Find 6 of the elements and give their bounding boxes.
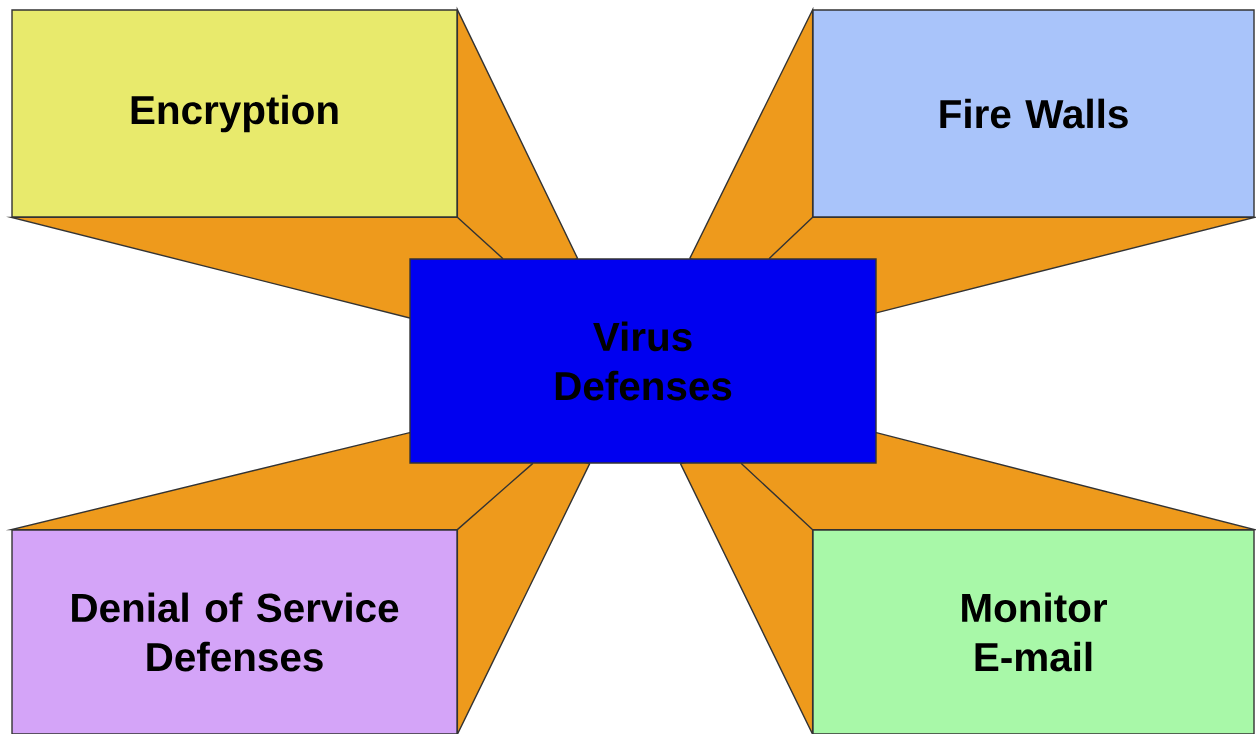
- topic-box: Denial of Service Defenses: [11, 529, 458, 734]
- topic-box: Monitor E-mail: [812, 529, 1255, 734]
- connector-wedge: [679, 431, 1256, 734]
- topic-box: Fire Walls: [812, 9, 1255, 218]
- topic-box: Encryption: [11, 9, 458, 218]
- center-box: Virus Defenses: [409, 258, 877, 464]
